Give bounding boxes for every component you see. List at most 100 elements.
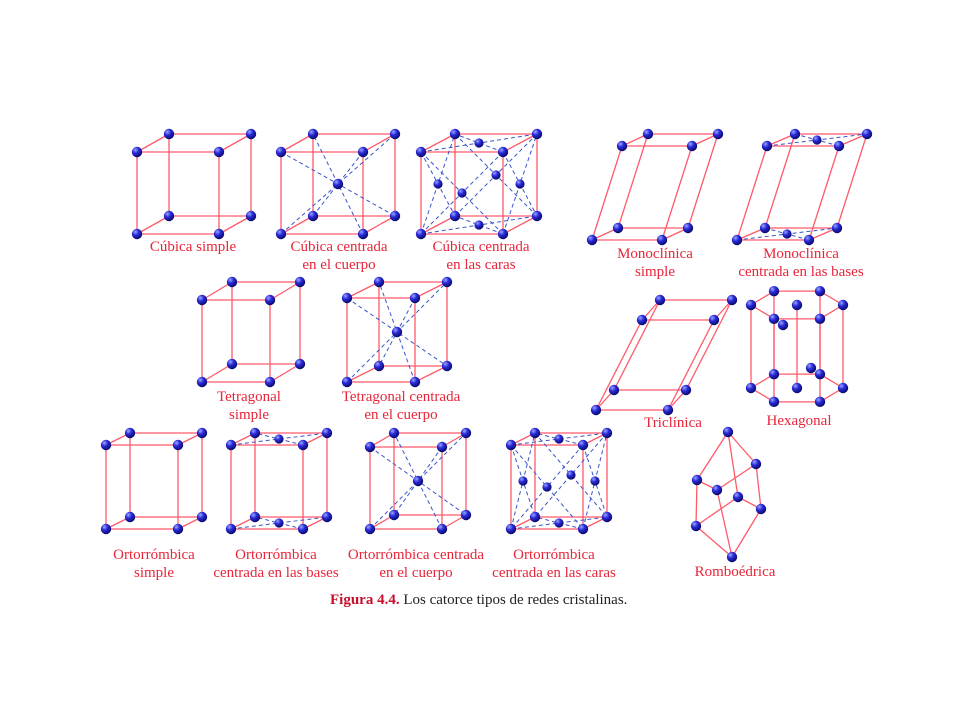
atom [409,292,421,304]
ortorrombica-caras-cell [505,427,613,535]
atom [341,292,353,304]
lattice-edge [269,363,301,383]
atom [441,276,453,288]
atom [590,404,602,416]
atom [245,210,257,222]
atom [436,441,448,453]
atom [474,138,484,148]
lattice-label-romboedrica: Romboédrica [695,563,776,581]
atom [662,404,674,416]
lattice-label-line: centrada en las bases [213,565,339,581]
lattice-edge [687,133,719,229]
atom [225,523,237,535]
atom [245,128,257,140]
atom [542,482,552,492]
atom [294,276,306,288]
lattice-edge [695,496,739,527]
lattice-edge [613,299,661,391]
atom [732,491,744,503]
atom [554,518,564,528]
atom [213,146,225,158]
lattice-label-line: Tetragonal centrada [341,389,461,405]
atom [791,299,803,311]
atom [364,441,376,453]
atom [474,220,484,230]
atom [433,179,443,189]
dashed-guide-line [312,133,364,235]
lattice-edge [362,133,396,153]
atom [722,426,734,438]
atom [412,475,424,487]
atom [294,358,306,370]
atom [249,511,261,523]
dashed-guide-line [378,281,416,383]
lattice-edge [667,319,715,411]
atom [321,427,333,439]
atom [636,314,648,326]
dashed-guide-line [230,432,328,446]
caption-text: Los catorce tipos de redes cristalinas. [399,592,628,608]
lattice-label-line: Romboédrica [694,564,776,580]
lattice-edge [362,215,396,235]
atom [755,503,767,515]
lattice-label-line: en el cuerpo [364,407,438,423]
atom [388,427,400,439]
ortorrombica-simple-cell [100,427,208,535]
atom [172,523,184,535]
atom [357,146,369,158]
lattice-edge [269,281,301,301]
lattice-edge [695,479,698,527]
atom [131,146,143,158]
atom [814,368,826,380]
atom [601,511,613,523]
lattice-label-triclinica: Triclínica [644,414,702,432]
dashed-guide-line [454,215,504,235]
atom [172,439,184,451]
atom [389,210,401,222]
dashed-guide-line [534,432,608,518]
lattice-edge [716,489,733,558]
atom [745,382,757,394]
atom [226,276,238,288]
atom [297,523,309,535]
atom [577,439,589,451]
lattice-label-line: simple [133,565,174,581]
cubica-simple-cell [131,128,257,240]
dashed-guide-line [510,432,608,446]
atom [814,396,826,408]
lattice-edge [685,299,733,391]
lattice-edge [808,145,840,241]
atom [726,294,738,306]
atom [226,358,238,370]
atom [505,439,517,451]
atom [531,210,543,222]
ortorrombica-bases-cell [225,427,333,535]
lattice-edge [727,431,739,498]
lattice-label-line: Cúbica centrada [432,239,530,255]
lattice-edge [716,463,757,491]
atom [768,313,780,325]
lattice-label-line: Ortorrómbica [513,547,595,563]
lattice-edge [836,133,868,229]
dashed-guide-line [230,516,328,530]
atom [364,523,376,535]
atom [497,146,509,158]
atom [837,299,849,311]
atom [586,234,598,246]
dashed-guide-line [454,133,504,153]
lattice-label-cubica-simple: Cúbica simple [150,238,236,256]
atom [690,520,702,532]
lattice-edge [136,215,170,235]
romboedrica-cell [690,426,767,563]
atom [612,222,624,234]
atom [264,294,276,306]
atom [529,511,541,523]
atom [449,210,461,222]
atom [321,511,333,523]
atom [274,434,284,444]
lattice-edge [218,133,252,153]
atom [163,128,175,140]
